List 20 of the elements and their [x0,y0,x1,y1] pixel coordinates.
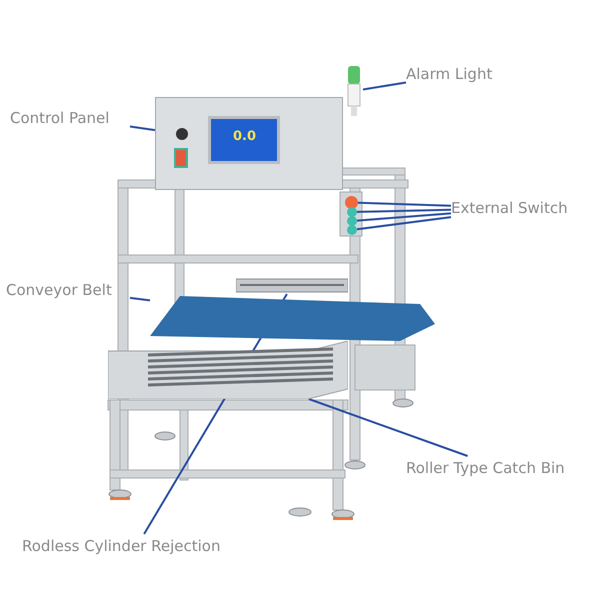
callout-label: External Switch [451,196,591,220]
callout-label: Roller Type Catch Bin [406,456,596,480]
callout-label: Control Panel [10,106,130,130]
control-panel [155,97,343,190]
roller-catch-bin [108,341,348,399]
leader-line [358,202,452,207]
callout-label: Rodless Cylinder Rejection [22,534,252,558]
display-reading: 0.0 [233,129,256,144]
rodless-cylinder [236,277,348,294]
conveyor-belt [150,296,435,341]
leader-line [308,398,468,457]
leader-line [356,208,452,213]
leader-line [362,82,406,90]
leader-line [130,296,150,302]
leader-line [130,126,156,132]
callout-label: Conveyor Belt [6,278,130,302]
leader-line [356,216,452,230]
callout-label: Alarm Light [406,62,510,86]
alarm-light [345,66,363,116]
leader-line [356,212,452,222]
